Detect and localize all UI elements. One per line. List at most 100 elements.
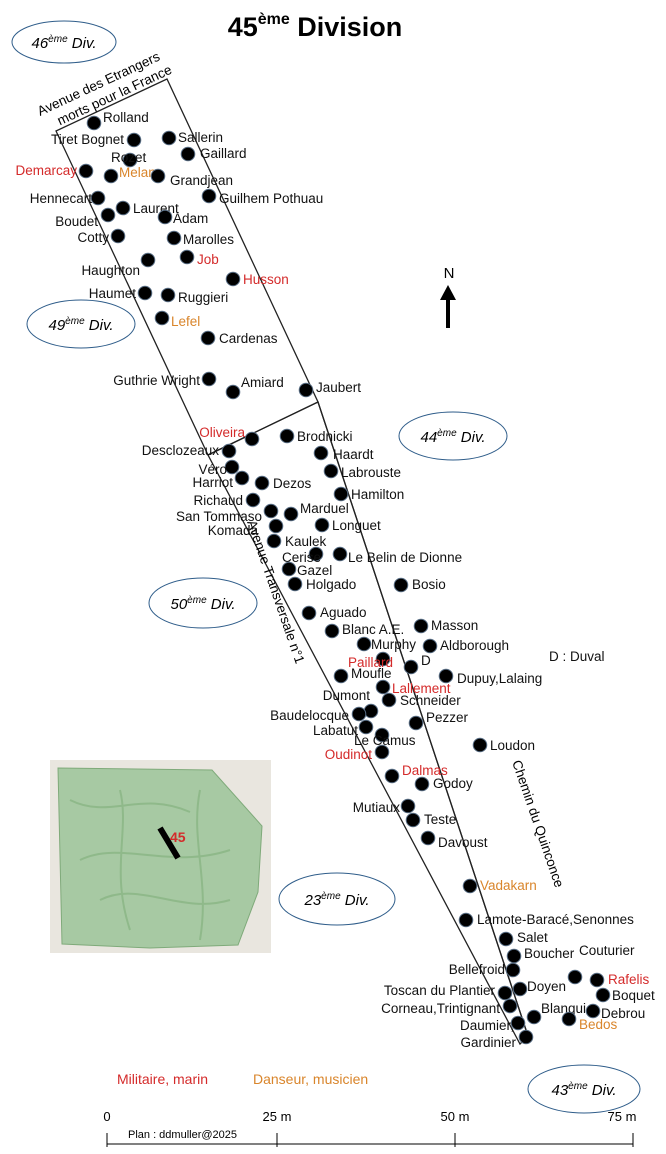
grave-marker[interactable] [332,546,348,562]
grave-marker[interactable] [283,506,299,522]
grave-marker[interactable] [161,130,177,146]
grave-marker[interactable] [512,981,528,997]
grave-marker[interactable] [414,776,430,792]
grave-marker[interactable] [324,623,340,639]
grave-marker[interactable] [126,132,142,148]
grave-marker[interactable] [384,768,400,784]
grave-marker[interactable] [308,546,324,562]
grave-marker[interactable] [86,115,102,131]
map-title: 45ème Division [228,11,403,42]
grave-marker[interactable] [510,1015,526,1031]
grave-marker[interactable] [393,577,409,593]
grave-marker[interactable] [137,285,153,301]
grave-marker[interactable] [375,651,391,667]
grave-marker[interactable] [567,969,583,985]
grave-marker[interactable] [403,659,419,675]
grave-marker[interactable] [595,987,611,1003]
grave-marker[interactable] [225,384,241,400]
grave-marker[interactable] [200,330,216,346]
grave-marker[interactable] [462,878,478,894]
grave-marker[interactable] [333,668,349,684]
grave-label: Le Belin de Dionne [348,550,462,565]
grave-marker[interactable] [301,605,317,621]
grave-marker[interactable] [245,492,261,508]
grave-marker[interactable] [266,533,282,549]
grave-marker[interactable] [115,200,131,216]
grave-label: Boucher [524,946,575,961]
grave-label: Blanqui [541,1001,586,1016]
grave-marker[interactable] [589,972,605,988]
grave-marker[interactable] [281,561,297,577]
grave-marker[interactable] [279,428,295,444]
grave-marker[interactable] [381,692,397,708]
grave-marker[interactable] [179,249,195,265]
grave-marker[interactable] [497,985,513,1001]
grave-marker[interactable] [323,463,339,479]
grave-marker[interactable] [201,371,217,387]
grave-marker[interactable] [78,163,94,179]
grave-marker[interactable] [234,470,250,486]
grave-marker[interactable] [506,948,522,964]
grave-marker[interactable] [458,912,474,928]
grave-marker[interactable] [201,188,217,204]
grave-marker[interactable] [225,271,241,287]
grave-marker[interactable] [154,310,170,326]
grave-marker[interactable] [374,727,390,743]
grave-marker[interactable] [268,518,284,534]
grave-marker[interactable] [100,207,116,223]
grave-marker[interactable] [224,459,240,475]
grave-marker[interactable] [413,618,429,634]
grave-label: Labatut [313,723,358,738]
grave-marker[interactable] [180,146,196,162]
grave-marker[interactable] [505,962,521,978]
grave-label: Marduel [300,501,349,516]
grave-marker[interactable] [420,830,436,846]
grave-marker[interactable] [244,431,260,447]
grave-marker[interactable] [438,668,454,684]
grave-marker[interactable] [374,744,390,760]
grave-marker[interactable] [498,931,514,947]
grave-marker[interactable] [313,445,329,461]
grave-marker[interactable] [375,679,391,695]
grave-marker[interactable] [358,719,374,735]
grave-marker[interactable] [526,1009,542,1025]
grave-marker[interactable] [110,228,126,244]
grave-marker[interactable] [561,1011,577,1027]
grave-marker[interactable] [103,168,119,184]
grave-label: Daumier, [460,1018,514,1033]
grave-marker[interactable] [314,517,330,533]
grave-marker[interactable] [150,168,166,184]
grave-marker[interactable] [140,252,156,268]
grave-marker[interactable] [502,998,518,1014]
svg-text:50ème Div.: 50ème Div. [170,595,235,613]
grave-marker[interactable] [472,737,488,753]
grave-marker[interactable] [333,486,349,502]
grave-marker[interactable] [160,287,176,303]
grave-label: Salet [517,930,548,945]
grave-marker[interactable] [363,703,379,719]
grave-marker[interactable] [351,706,367,722]
grave-marker[interactable] [157,209,173,225]
grave-marker[interactable] [263,503,279,519]
grave-marker[interactable] [254,475,270,491]
grave-marker[interactable] [422,638,438,654]
grave-marker[interactable] [221,443,237,459]
grave-marker[interactable] [356,636,372,652]
grave-marker[interactable] [287,576,303,592]
legend-artist: Danseur, musicien [253,1071,368,1087]
grave-label: Cotty [77,230,109,245]
grave-marker[interactable] [518,1029,534,1045]
grave-marker[interactable] [585,1003,601,1019]
grave-marker[interactable] [166,230,182,246]
grave-marker[interactable] [405,812,421,828]
grave-label: Baudelocque [270,708,349,723]
grave-label: Desclozeaux [142,443,220,458]
grave-marker[interactable] [298,382,314,398]
grave-marker[interactable] [90,190,106,206]
grave-marker[interactable] [408,715,424,731]
grave-marker[interactable] [400,798,416,814]
grave-label: Moufle [351,666,392,681]
grave-label: Marolles [183,232,234,247]
grave-marker[interactable] [122,152,138,168]
